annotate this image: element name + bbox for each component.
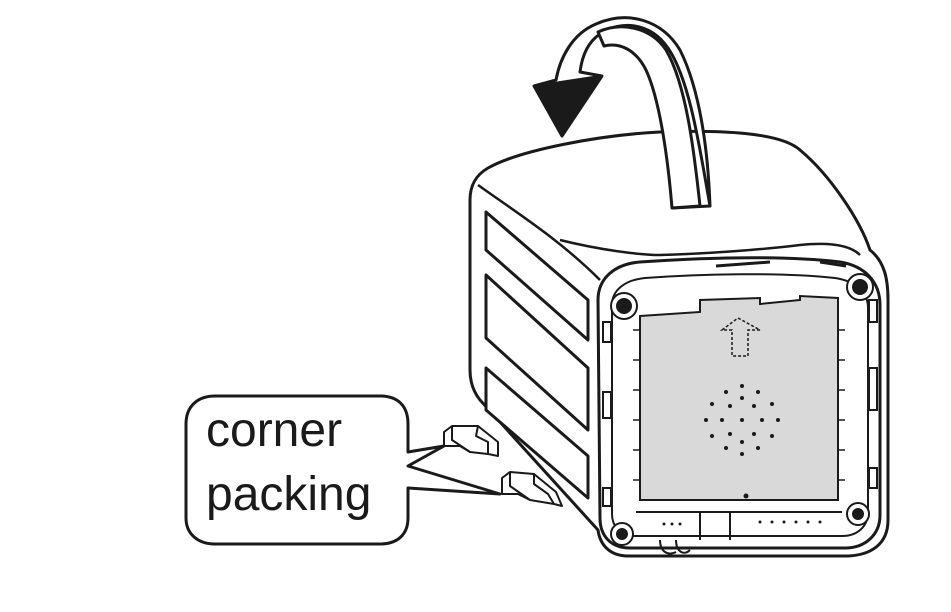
side-slot-middle: [484, 273, 590, 432]
bottom-panel: [633, 294, 845, 501]
callout-bubble: corner packing: [184, 394, 502, 546]
callout-label-line2: packing: [206, 468, 371, 521]
connector-strip: [636, 511, 842, 555]
corner-packing-piece-lower: [501, 471, 563, 507]
callout-label-line1: corner: [206, 404, 342, 457]
curved-arrow-icon: [532, 16, 712, 210]
vent-holes-icon: [704, 384, 780, 456]
side-slot-bottom: [484, 366, 590, 500]
screws: [610, 273, 874, 546]
side-slots: [484, 210, 590, 500]
screw-icon: [846, 273, 874, 301]
side-slot-top: [484, 210, 590, 342]
screw-icon: [610, 292, 638, 320]
screw-icon: [846, 502, 870, 526]
corner-packing-pieces: [443, 425, 563, 507]
corner-packing-piece-upper: [443, 425, 499, 457]
screw-icon: [610, 522, 634, 546]
arrow-up-icon: [719, 317, 761, 357]
